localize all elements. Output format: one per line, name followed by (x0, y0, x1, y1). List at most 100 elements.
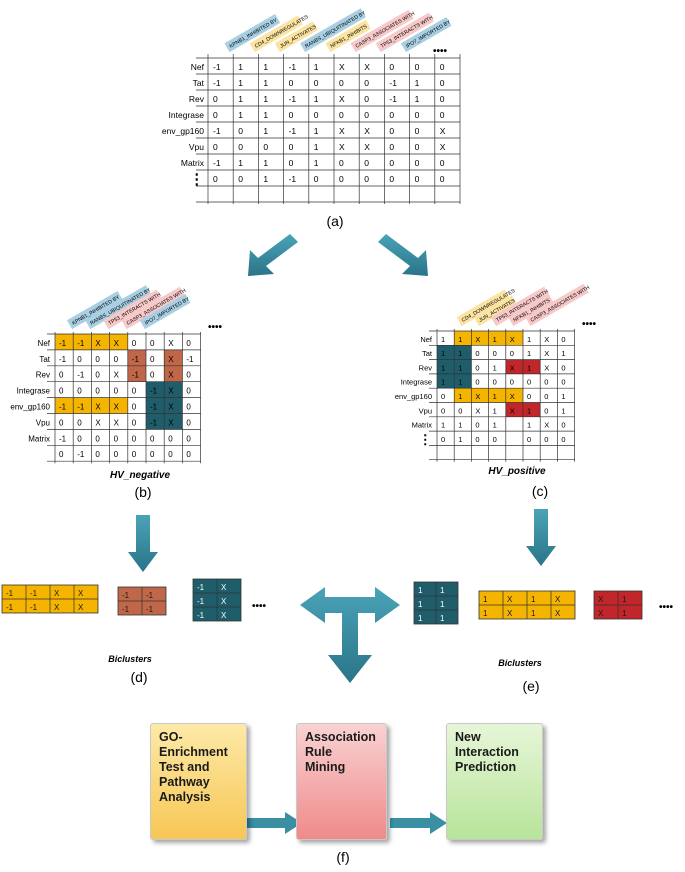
bicluster-cell-value: -1 (6, 603, 14, 612)
matrix-cell-value: 0 (150, 450, 155, 459)
row-label: Matrix (28, 434, 50, 443)
matrix-cell-value: 0 (186, 450, 191, 459)
matrix-cell-value: 0 (561, 335, 565, 344)
panel-a-label: (a) (326, 213, 343, 229)
bicluster-cell-value: 1 (440, 614, 445, 623)
panel_b-highlight-cell (91, 334, 110, 350)
matrix-cell-value: 0 (440, 174, 445, 184)
matrix-cell-value: 1 (493, 392, 497, 401)
matrix-cell-value: -1 (77, 371, 85, 380)
matrix-cell-value: 0 (415, 62, 420, 72)
bicluster-cell-value: -1 (122, 591, 130, 600)
row-label: Vpu (419, 406, 432, 415)
matrix-cell-value: X (544, 421, 549, 430)
matrix-cell-value: -1 (150, 387, 158, 396)
matrix-cell-value: 0 (389, 174, 394, 184)
matrix-cell-value: X (95, 418, 101, 427)
matrix-cell-value: X (339, 126, 345, 136)
matrix-cell-value: 0 (389, 142, 394, 152)
matrix-cell-value: 1 (441, 349, 445, 358)
panel_b-highlight-cell (164, 349, 183, 366)
matrix-cell-value: 0 (95, 371, 100, 380)
matrix-cell-value: -1 (289, 174, 297, 184)
matrix-cell-value: 0 (458, 406, 462, 415)
matrix-cell-value: 0 (238, 126, 243, 136)
row-label: ⋮ (419, 432, 433, 447)
matrix-cell-value: 0 (415, 126, 420, 136)
matrix-cell-value: X (510, 392, 515, 401)
row-label: env_gp160 (395, 392, 432, 401)
matrix-cell-value: 0 (440, 110, 445, 120)
panel_b-highlight-cell (109, 397, 128, 414)
matrix-cell-value: 1 (314, 126, 319, 136)
panel-c-label: (c) (532, 483, 548, 499)
matrix-cell-value: 0 (59, 418, 64, 427)
arrow-arm-to-new-icon (390, 812, 447, 834)
matrix-cell-value: X (168, 371, 174, 380)
header-tag-bg (67, 291, 123, 330)
bicluster-cell-value: X (78, 589, 84, 598)
matrix-cell-value: 0 (544, 378, 548, 387)
row-label: Vpu (189, 142, 204, 152)
matrix-cell-value: X (114, 371, 120, 380)
matrix-cell-value: 0 (314, 78, 319, 88)
matrix-cell-value: 0 (132, 418, 137, 427)
matrix-cell-value: 0 (186, 339, 191, 348)
matrix-cell-value: 0 (59, 387, 64, 396)
matrix-cell-value: X (544, 335, 549, 344)
matrix-cell-value: -1 (289, 126, 297, 136)
matrix-cell-value: 0 (415, 142, 420, 152)
matrix-cell-value: -1 (213, 62, 221, 72)
matrix-cell-value: 0 (527, 378, 531, 387)
bicluster-cell-value: 1 (440, 586, 445, 595)
header-tag-bg (249, 15, 303, 53)
more-biclusters-ellipsis: •••• (252, 601, 267, 612)
matrix-cell-value: 0 (114, 387, 119, 396)
matrix-cell-value: 1 (527, 406, 531, 415)
matrix-cell-value: 0 (289, 78, 294, 88)
matrix-cell-value: 0 (544, 435, 548, 444)
bicluster-cell-value: 1 (418, 614, 423, 623)
matrix-cell-value: X (168, 403, 174, 412)
matrix-cell-value: 1 (458, 335, 462, 344)
matrix-cell-value: 0 (213, 94, 218, 104)
matrix-cell-value: X (339, 142, 345, 152)
header-tag-bg (103, 289, 162, 330)
matrix-cell-value: 0 (289, 142, 294, 152)
panel-e-caption: Biclusters (498, 658, 542, 668)
matrix-cell-value: 1 (314, 94, 319, 104)
bicluster-cell-value: X (507, 609, 513, 618)
matrix-cell-value: 0 (364, 158, 369, 168)
panel_c-highlight-cell (488, 331, 506, 346)
matrix-cell-value: -1 (59, 355, 67, 364)
matrix-cell-value: 0 (263, 142, 268, 152)
header-tag-bg (325, 19, 371, 53)
more-biclusters-ellipsis: •••• (659, 602, 674, 613)
matrix-cell-value: 0 (132, 387, 137, 396)
panel_b-highlight-cell (146, 381, 165, 398)
matrix-cell-value: 0 (415, 174, 420, 184)
header-tag-bg (508, 293, 554, 327)
panel_b-highlight-cell (164, 413, 183, 430)
bicluster-cell-value: 1 (483, 609, 488, 618)
header-tag-bg (224, 14, 281, 53)
matrix-cell-value: 0 (561, 421, 565, 430)
bicluster-cell-value: X (555, 609, 561, 618)
matrix-cell-value: 0 (186, 387, 191, 396)
matrix-cell-value: 1 (263, 126, 268, 136)
matrix-cell-value: 1 (263, 110, 268, 120)
panel_c-highlight-cell (505, 359, 523, 374)
matrix-cell-value: 1 (238, 62, 243, 72)
matrix-cell-value: 0 (493, 378, 497, 387)
matrix-cell-value: 1 (527, 349, 531, 358)
panel-f-label: (f) (336, 849, 349, 865)
bicluster-cell-value: X (78, 603, 84, 612)
matrix-cell-value: 0 (95, 387, 100, 396)
panel_c-highlight-cell (454, 359, 472, 374)
matrix-cell-value: 1 (527, 421, 531, 430)
bicluster-cell-value: -1 (146, 591, 154, 600)
matrix-cell-value: 0 (339, 110, 344, 120)
panel_c-highlight-cell (488, 388, 506, 403)
